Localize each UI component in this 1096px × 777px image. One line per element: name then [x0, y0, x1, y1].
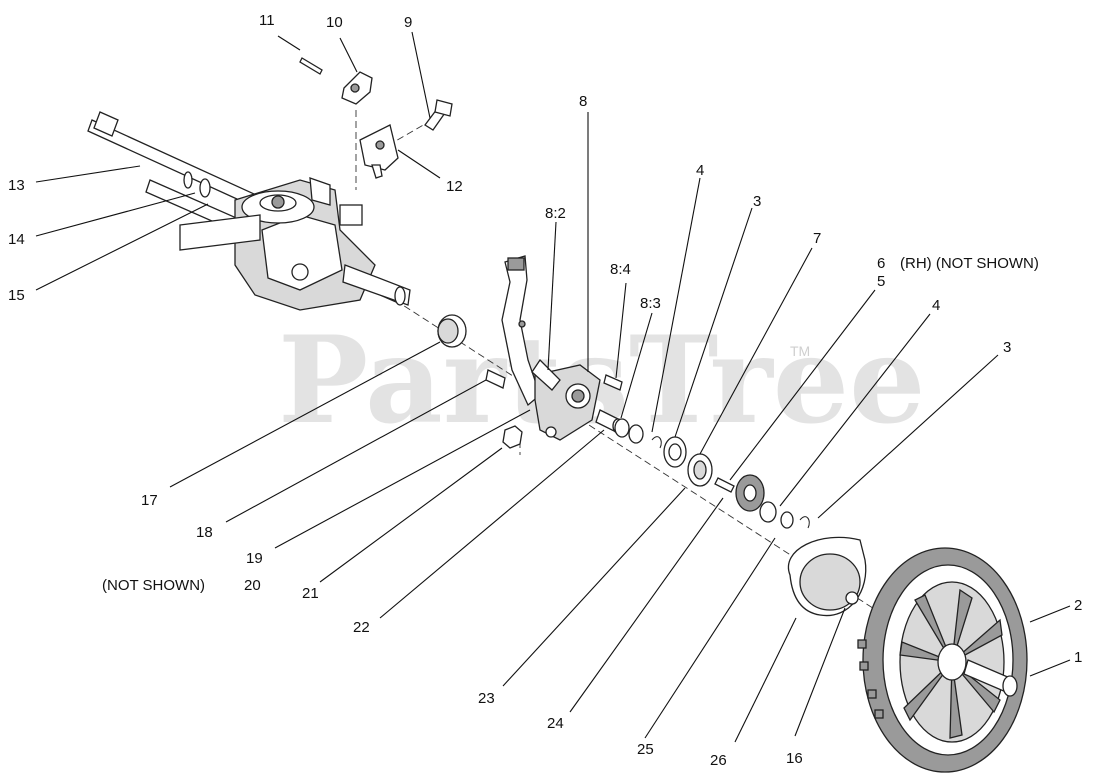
label-17: 17 — [141, 492, 158, 509]
label-21: 21 — [302, 585, 319, 602]
label-24: 24 — [547, 715, 564, 732]
label-15: 15 — [8, 287, 25, 304]
label-25: 25 — [637, 741, 654, 758]
pin — [299, 57, 323, 75]
label-19: 19 — [246, 550, 263, 567]
label-7: 7 — [813, 230, 821, 247]
wheel — [857, 547, 1028, 773]
label-3-right: 3 — [1003, 339, 1011, 356]
label-4-right: 4 — [932, 297, 940, 314]
label-12: 12 — [446, 178, 463, 195]
clip — [651, 436, 662, 449]
label-8-2: 8:2 — [545, 205, 566, 222]
watermark-tm: TM — [790, 343, 810, 359]
watermark-text: PartsTree — [278, 310, 925, 451]
label-23: 23 — [478, 690, 495, 707]
label-18: 18 — [196, 524, 213, 541]
washer-right — [759, 501, 794, 529]
label-20: 20 — [244, 577, 261, 594]
label-22: 22 — [353, 619, 370, 636]
washer-small — [614, 418, 644, 444]
label-4-left: 4 — [696, 162, 704, 179]
bolt — [424, 99, 453, 131]
label-16: 16 — [786, 750, 803, 767]
leader-lines — [35, 31, 1071, 743]
label-8-3: 8:3 — [640, 295, 661, 312]
washer-large — [663, 436, 687, 468]
small-bolt — [485, 369, 506, 389]
knob — [341, 71, 373, 105]
label-2: 2 — [1074, 597, 1082, 614]
wheel-bolt — [963, 659, 1018, 697]
bracket — [359, 124, 399, 179]
nut — [502, 425, 523, 449]
transmission-housing — [179, 177, 411, 311]
label-13: 13 — [8, 177, 25, 194]
label-9: 9 — [404, 14, 412, 31]
label-26: 26 — [710, 752, 727, 769]
bearing — [687, 453, 713, 487]
label-1: 1 — [1074, 649, 1082, 666]
wheel-cover — [787, 536, 867, 617]
bushing — [437, 314, 467, 348]
label-6: 6 — [877, 255, 885, 272]
clip-right — [799, 516, 810, 529]
label-6-note: (RH) (NOT SHOWN) — [900, 255, 1039, 272]
pivot-arm — [531, 358, 601, 441]
label-5: 5 — [877, 273, 885, 290]
callout-labels: 1 2 3 4 5 6 (RH) (NOT SHOWN) 7 3 4 8:3 8… — [8, 12, 1082, 769]
label-3-left: 3 — [753, 193, 761, 210]
label-14: 14 — [8, 231, 25, 248]
label-11: 11 — [259, 12, 275, 29]
label-8-4: 8:4 — [610, 261, 631, 278]
label-20-note: (NOT SHOWN) — [102, 577, 205, 594]
pinion-gear — [735, 474, 765, 512]
label-10: 10 — [326, 14, 343, 31]
label-8: 8 — [579, 93, 587, 110]
pivot-bolt — [603, 374, 623, 391]
key — [714, 477, 735, 493]
